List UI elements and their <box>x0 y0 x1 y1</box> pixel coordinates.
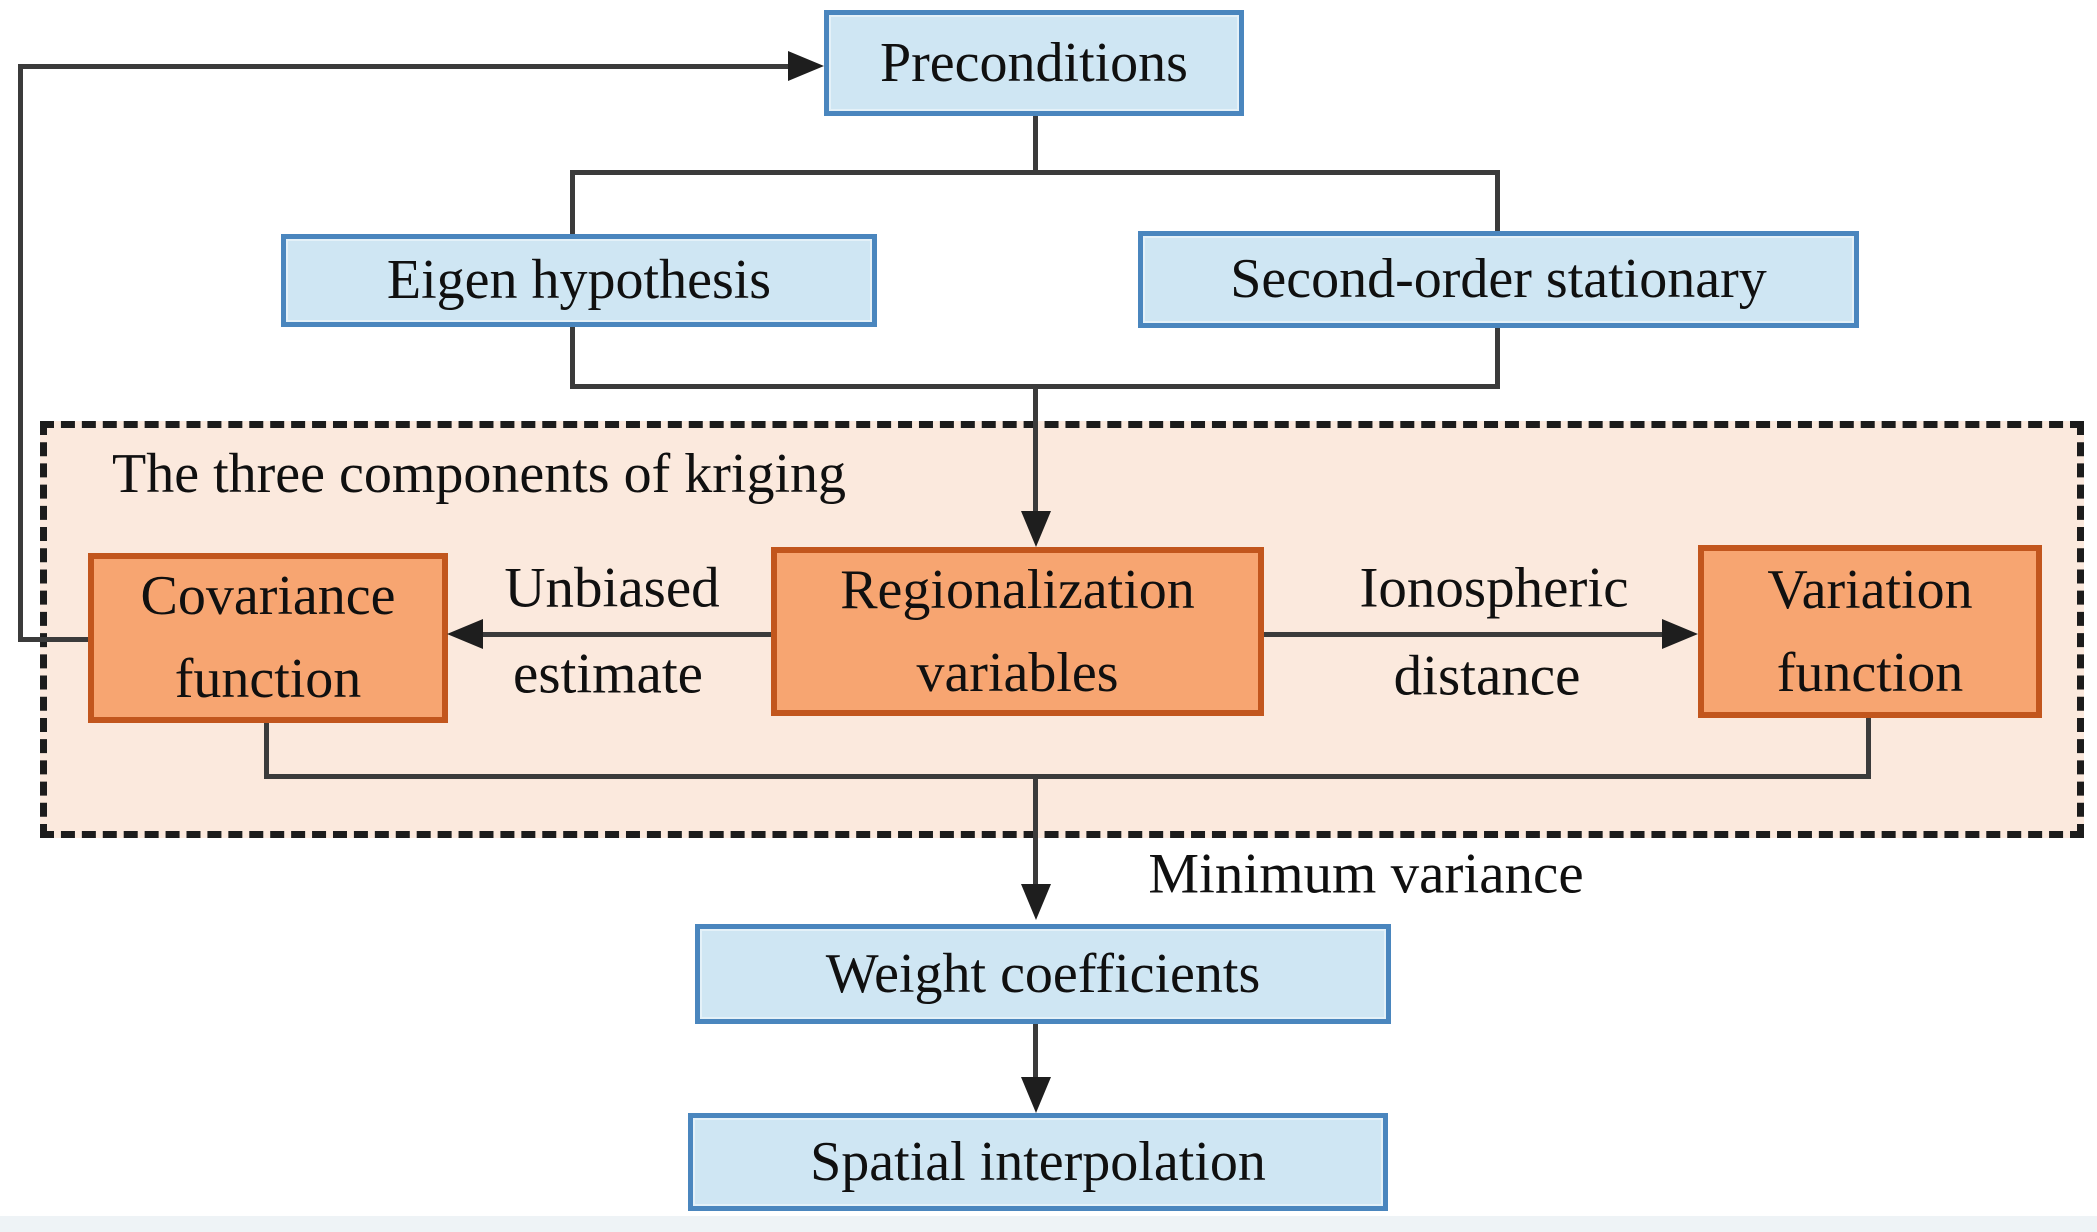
bottom-divider <box>0 1216 2097 1232</box>
eigen-down-line <box>570 326 575 389</box>
weight-to-spatial-line <box>1033 1024 1038 1080</box>
node-weight-coefficients: Weight coefficients <box>695 924 1391 1024</box>
panel-title: The three components of kriging <box>112 443 847 505</box>
node-spatial-interpolation: Spatial interpolation <box>688 1113 1388 1211</box>
arrowhead-into-weight-icon <box>1021 884 1051 920</box>
node-variation-function: Variation function <box>1698 545 2042 718</box>
arrowhead-into-variation-icon <box>1662 619 1698 649</box>
split-left-drop-line <box>570 170 575 236</box>
arrowhead-into-regionalization-icon <box>1021 511 1051 547</box>
edge-label-estimate: estimate <box>513 642 703 706</box>
split-right-drop-line <box>1495 170 1500 233</box>
edge-label-minimum-variance: Minimum variance <box>1148 842 1584 906</box>
variation-drop-line <box>1866 718 1871 779</box>
node-eigen-hypothesis: Eigen hypothesis <box>281 234 877 327</box>
edge-label-unbiased: Unbiased <box>504 556 720 620</box>
arrowhead-into-spatial-icon <box>1021 1077 1051 1113</box>
ionospheric-distance-line <box>1264 632 1664 637</box>
feedback-top-line <box>18 64 790 69</box>
covariance-drop-line <box>264 723 269 779</box>
feedback-bottom-line <box>18 637 90 642</box>
preconditions-down-line <box>1033 115 1038 175</box>
unbiased-estimate-line <box>482 632 772 637</box>
second-order-down-line <box>1495 327 1500 389</box>
collector-line <box>264 774 1871 779</box>
edge-label-distance: distance <box>1393 644 1581 708</box>
node-preconditions: Preconditions <box>824 10 1244 116</box>
merge-to-regionalization-line <box>1033 384 1038 514</box>
arrowhead-into-preconditions-icon <box>788 51 824 81</box>
feedback-left-line <box>18 64 23 642</box>
node-second-order-stationary: Second-order stationary <box>1138 231 1859 328</box>
edge-label-ionospheric: Ionospheric <box>1359 556 1629 620</box>
arrowhead-into-covariance-icon <box>447 619 483 649</box>
collector-to-weight-line <box>1033 774 1038 886</box>
node-regionalization-variables: Regionalization variables <box>771 547 1264 716</box>
split-top-line <box>570 170 1500 175</box>
node-covariance-function: Covariance function <box>88 553 448 723</box>
